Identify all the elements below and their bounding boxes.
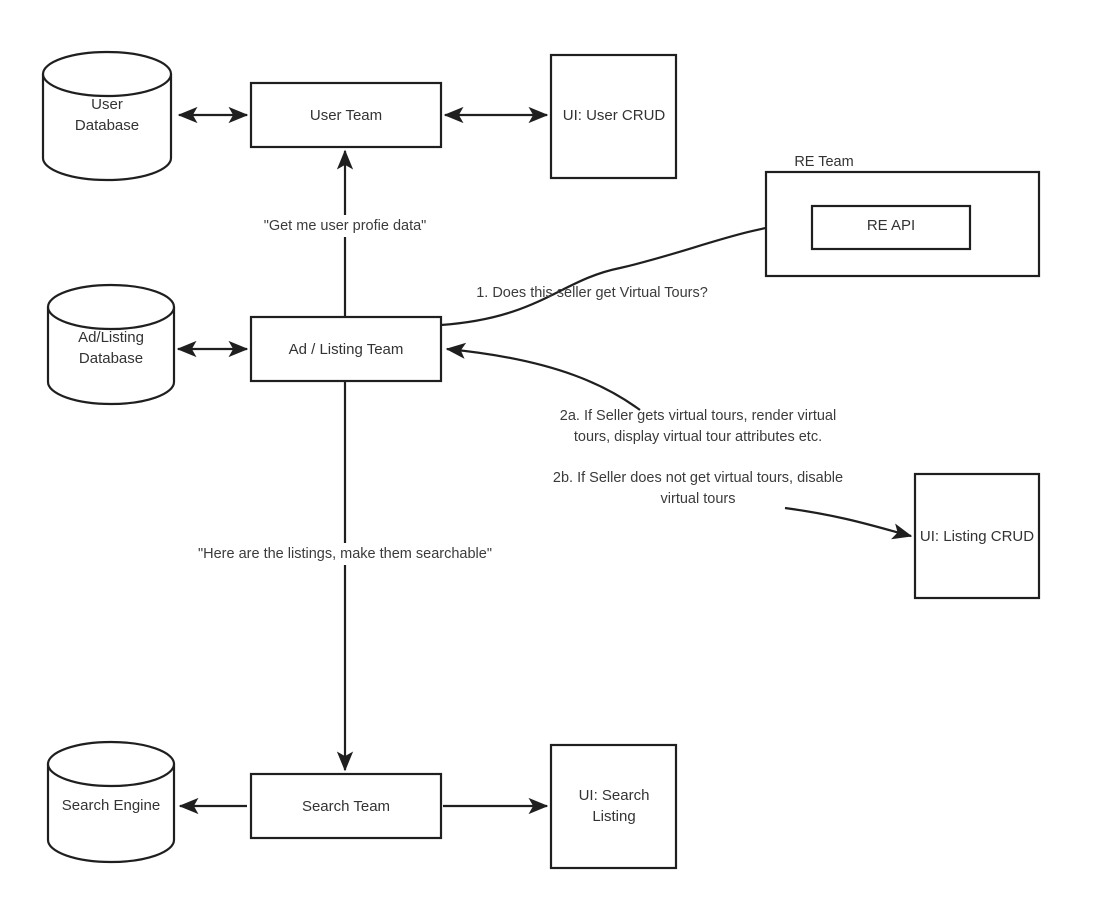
search-engine-label: Search Engine [62, 797, 160, 814]
svg-text:tours, display virtual tour at: tours, display virtual tour attributes e… [574, 429, 822, 445]
edge-label-searchable-listings: "Here are the listings, make them search… [198, 546, 492, 562]
node-user-database: User Database [41, 50, 173, 182]
node-search-engine: Search Engine [46, 740, 176, 864]
ad-listing-database-label-line2: Database [79, 350, 143, 367]
svg-text:1. Does this seller get Virtua: 1. Does this seller get Virtual Tours? [476, 285, 708, 301]
edge-label-user-profile: "Get me user profie data" [264, 218, 427, 234]
ui-listing-crud-label: UI: Listing CRUD [920, 528, 1034, 545]
svg-text:"Get me user profie data": "Get me user profie data" [264, 218, 427, 234]
svg-text:"Here are the listings, make t: "Here are the listings, make them search… [198, 546, 492, 562]
svg-text:2a. If Seller gets virtual tou: 2a. If Seller gets virtual tours, render… [560, 408, 836, 424]
connector-adteam-uilistingcrud [784, 506, 913, 540]
ui-search-listing-label-line2: Listing [592, 808, 635, 825]
node-ad-listing-team: Ad / Listing Team [249, 315, 443, 383]
node-search-team: Search Team [249, 772, 443, 840]
node-user-team: User Team [249, 81, 443, 149]
node-ad-listing-database: Ad/Listing Database [46, 283, 176, 406]
ui-user-crud-label: UI: User CRUD [563, 107, 666, 124]
ad-listing-database-label-line1: Ad/Listing [78, 329, 144, 346]
edge-label-virtual-tours-no: 2b. If Seller does not get virtual tours… [553, 470, 843, 507]
user-database-label-line1: User [91, 96, 123, 113]
connector-adteam-reapi [440, 215, 808, 327]
svg-text:2b. If Seller does not get vir: 2b. If Seller does not get virtual tours… [553, 470, 843, 486]
re-team-label: RE Team [794, 154, 853, 170]
edge-label-virtual-tours-yes: 2a. If Seller gets virtual tours, render… [560, 408, 836, 445]
user-database-label-line2: Database [75, 117, 139, 134]
svg-text:virtual tours: virtual tours [661, 491, 736, 507]
ad-listing-team-label: Ad / Listing Team [289, 341, 404, 358]
node-ui-listing-crud: UI: Listing CRUD [913, 472, 1041, 600]
edge-label-virtual-tours-question: 1. Does this seller get Virtual Tours? [476, 285, 708, 301]
ui-search-listing-label-line1: UI: Search [579, 787, 650, 804]
node-ui-user-crud: UI: User CRUD [549, 53, 678, 180]
search-team-label: Search Team [302, 798, 390, 815]
node-re-api: RE API [810, 204, 972, 251]
node-ui-search-listing: UI: Search Listing [549, 743, 678, 870]
user-team-label: User Team [310, 107, 382, 124]
re-api-label: RE API [867, 217, 915, 234]
connector-reapi-adteam [445, 342, 641, 411]
